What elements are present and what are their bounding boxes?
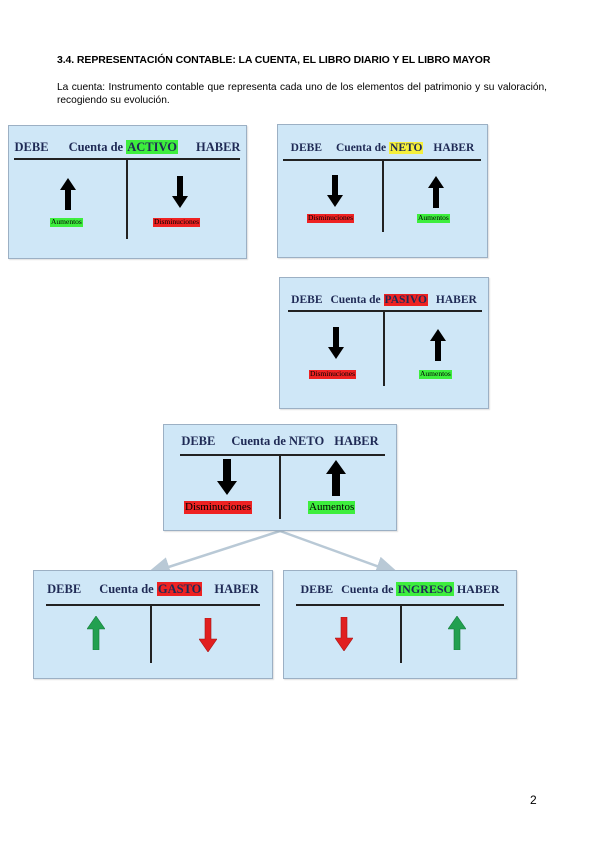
arrow-up-green-icon xyxy=(448,616,466,650)
arrow-down-black-icon xyxy=(217,459,237,495)
account-name: NETO xyxy=(289,434,325,448)
account-box-gasto: DEBE Cuenta de GASTO HABER xyxy=(33,570,273,679)
debe-label: DEBE xyxy=(14,140,49,154)
debe-effect-label: Disminuciones xyxy=(307,213,354,223)
account-box-neto: DEBE Cuenta de NETO HABER Disminuciones Au… xyxy=(277,124,488,258)
t-account-horizontal-line xyxy=(180,454,385,456)
debe-effect-label: Disminuciones xyxy=(309,369,356,379)
arrow-up-black-icon xyxy=(430,329,446,361)
arrow-down-red-icon xyxy=(199,618,217,652)
connector-to-ingreso xyxy=(279,529,401,576)
t-account-horizontal-line xyxy=(288,310,482,312)
arrow-up-black-icon xyxy=(326,460,346,496)
intro-paragraph: La cuenta: Instrumento contable que repr… xyxy=(57,82,547,106)
haber-label: HABER xyxy=(214,582,259,596)
account-name-highlight: GASTO xyxy=(156,582,203,596)
arrow-up-black-icon xyxy=(428,176,444,208)
t-account-vertical-line xyxy=(150,605,152,663)
arrow-down-red-icon xyxy=(335,617,353,651)
haber-effect-label: Disminuciones xyxy=(153,217,200,227)
account-name-highlight: NETO xyxy=(389,142,424,154)
arrow-up-black-icon xyxy=(60,178,76,210)
haber-label: HABER xyxy=(196,140,241,154)
account-title: DEBE Cuenta de GASTO HABER xyxy=(34,582,272,597)
t-account-vertical-line xyxy=(383,311,385,386)
debe-label: DEBE xyxy=(47,582,82,596)
arrow-down-black-icon xyxy=(328,327,344,359)
account-title: DEBE Cuenta de ACTIVO HABER xyxy=(9,140,246,155)
t-account-vertical-line xyxy=(400,605,402,663)
haber-effect-label: Aumentos xyxy=(419,369,452,379)
haber-label: HABER xyxy=(334,434,379,448)
cuenta-de-label: Cuenta de xyxy=(341,582,394,596)
account-name-highlight: PASIVO xyxy=(383,294,428,306)
page-number: 2 xyxy=(530,793,537,807)
haber-label: HABER xyxy=(433,142,475,154)
arrow-down-black-icon xyxy=(327,175,343,207)
cuenta-de-label: Cuenta de xyxy=(68,140,124,154)
cuenta-de-label: Cuenta de xyxy=(336,142,387,154)
t-account-vertical-line xyxy=(279,455,281,519)
debe-label: DEBE xyxy=(291,294,323,306)
t-account-horizontal-line xyxy=(46,604,260,606)
cuenta-de-label: Cuenta de xyxy=(330,294,381,306)
cuenta-de-label: Cuenta de xyxy=(99,582,154,596)
t-account-vertical-line xyxy=(126,159,128,239)
debe-label: DEBE xyxy=(181,434,216,448)
connector-to-gasto xyxy=(145,529,281,577)
debe-effect-label: Aumentos xyxy=(50,217,83,227)
haber-effect-label: Aumentos xyxy=(417,213,450,223)
arrow-up-green-icon xyxy=(87,616,105,650)
debe-label: DEBE xyxy=(290,142,322,154)
debe-label: DEBE xyxy=(300,582,334,596)
account-title: DEBE Cuenta de NETO HABER xyxy=(164,434,396,449)
haber-label: HABER xyxy=(456,582,500,596)
account-name-highlight: ACTIVO xyxy=(126,140,178,154)
t-account-vertical-line xyxy=(382,160,384,232)
debe-effect-label: Disminuciones xyxy=(184,501,252,514)
account-box-neto-central: DEBE Cuenta de NETO HABER Disminuciones Au… xyxy=(163,424,397,531)
account-box-activo: DEBE Cuenta de ACTIVO HABER Aumentos Dismi… xyxy=(8,125,247,259)
haber-effect-label: Aumentos xyxy=(308,501,356,514)
arrow-down-black-icon xyxy=(172,176,188,208)
section-heading: 3.4. REPRESENTACIÓN CONTABLE: LA CUENTA,… xyxy=(57,54,491,66)
haber-label: HABER xyxy=(435,294,477,306)
account-title: DEBE Cuenta de PASIVO HABER xyxy=(280,294,488,306)
cuenta-de-label: Cuenta de xyxy=(231,434,286,448)
account-name-highlight: INGRESO xyxy=(396,582,454,596)
account-title: DEBE Cuenta de NETO HABER xyxy=(278,142,487,154)
